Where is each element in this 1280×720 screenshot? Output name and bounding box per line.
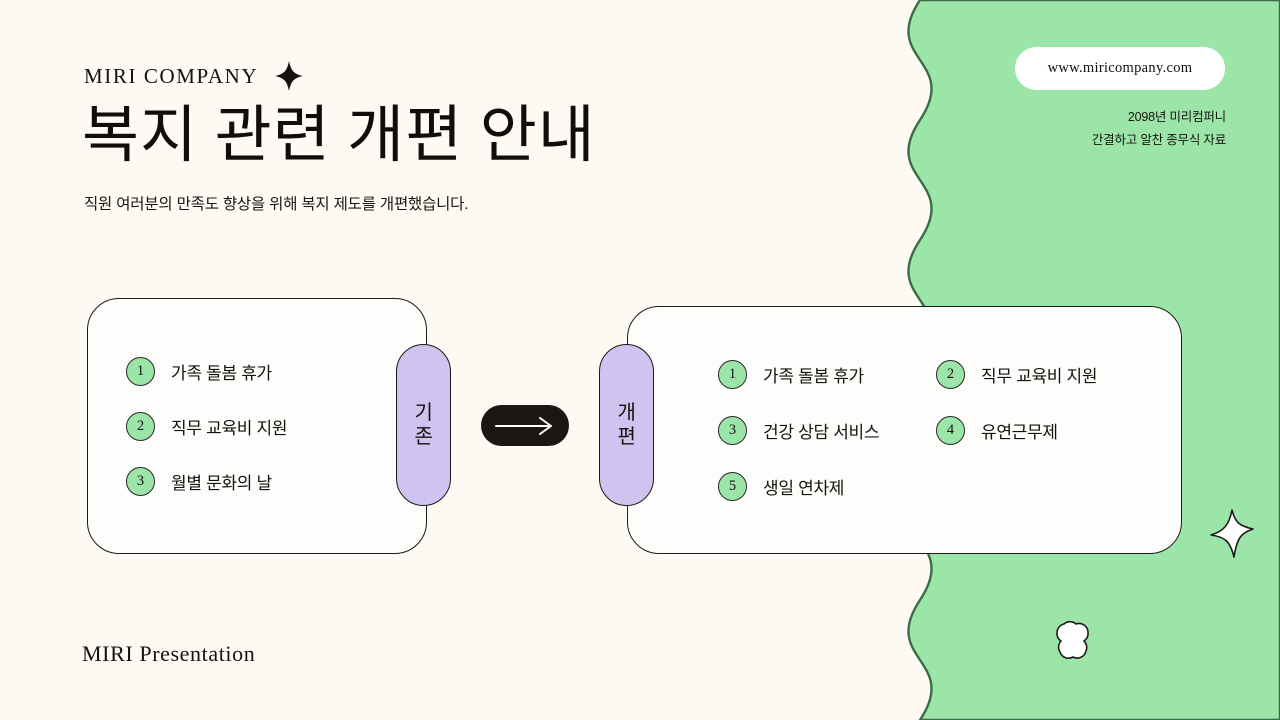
item-number-badge: 3 xyxy=(718,415,747,445)
list-item[interactable]: 3 월별 문화의 날 xyxy=(126,466,426,496)
item-number-badge: 2 xyxy=(126,411,155,441)
brand-row: MIRI COMPANY xyxy=(84,60,304,92)
before-card: 1 가족 돌봄 휴가 2 직무 교육비 지원 3 월별 문화의 날 xyxy=(87,298,427,554)
four-point-star-outline-icon xyxy=(1210,509,1254,558)
four-point-star-icon xyxy=(275,61,304,91)
item-label: 직무 교육비 지원 xyxy=(981,366,1098,386)
transition-arrow xyxy=(481,405,569,446)
item-label: 직무 교육비 지원 xyxy=(171,418,288,438)
after-card: 1 가족 돌봄 휴가 2 직무 교육비 지원 3 건강 상담 서비스 4 유연근… xyxy=(627,306,1182,554)
meta-line-2: 간결하고 알찬 종무식 자료 xyxy=(1091,133,1226,148)
list-item[interactable]: 4 유연근무제 xyxy=(936,415,1154,445)
list-item[interactable]: 5 생일 연차제 xyxy=(718,471,936,501)
after-tab[interactable]: 개편 xyxy=(599,344,654,506)
item-label: 건강 상담 서비스 xyxy=(763,422,880,442)
item-label: 월별 문화의 날 xyxy=(171,473,272,493)
list-item[interactable]: 2 직무 교육비 지원 xyxy=(936,359,1154,389)
website-url-pill[interactable]: www.miricompany.com xyxy=(1015,47,1225,90)
star-decoration xyxy=(1208,508,1256,560)
item-number-badge: 4 xyxy=(936,415,965,445)
meta-block: 2098년 미리컴퍼니 간결하고 알찬 종무식 자료 xyxy=(1000,106,1226,152)
item-number-badge: 1 xyxy=(718,359,747,389)
page-subtitle: 직원 여러분의 만족도 향상을 위해 복지 제도를 개편했습니다. xyxy=(84,196,469,213)
list-item[interactable]: 2 직무 교육비 지원 xyxy=(126,411,426,441)
after-tab-label: 개편 xyxy=(617,401,636,448)
list-item[interactable]: 1 가족 돌봄 휴가 xyxy=(126,356,426,386)
website-url-text: www.miricompany.com xyxy=(1047,60,1193,76)
item-label: 가족 돌봄 휴가 xyxy=(171,363,272,383)
brand-name: MIRI COMPANY xyxy=(84,63,259,88)
page-title: 복지 관련 개편 안내 xyxy=(82,102,596,170)
item-number-badge: 2 xyxy=(936,359,965,389)
item-label: 생일 연차제 xyxy=(763,478,845,498)
item-label: 유연근무제 xyxy=(981,422,1058,442)
meta-line-1: 2098년 미리컴퍼니 xyxy=(1127,110,1226,124)
item-number-badge: 1 xyxy=(126,356,155,386)
arrow-right-icon xyxy=(495,416,552,435)
item-number-badge: 3 xyxy=(126,466,155,496)
footer-label: MIRI Presentation xyxy=(82,641,256,666)
item-label: 가족 돌봄 휴가 xyxy=(763,366,864,386)
item-number-badge: 5 xyxy=(718,471,747,501)
clover-decoration xyxy=(1046,618,1094,668)
clover-icon xyxy=(1056,620,1089,659)
list-item[interactable]: 3 건강 상담 서비스 xyxy=(718,415,936,445)
list-item[interactable]: 1 가족 돌봄 휴가 xyxy=(718,359,936,389)
before-tab[interactable]: 기존 xyxy=(396,344,451,506)
before-tab-label: 기존 xyxy=(414,401,433,448)
after-item-list: 1 가족 돌봄 휴가 2 직무 교육비 지원 3 건강 상담 서비스 4 유연근… xyxy=(628,307,1181,553)
before-item-list: 1 가족 돌봄 휴가 2 직무 교육비 지원 3 월별 문화의 날 xyxy=(88,299,426,553)
